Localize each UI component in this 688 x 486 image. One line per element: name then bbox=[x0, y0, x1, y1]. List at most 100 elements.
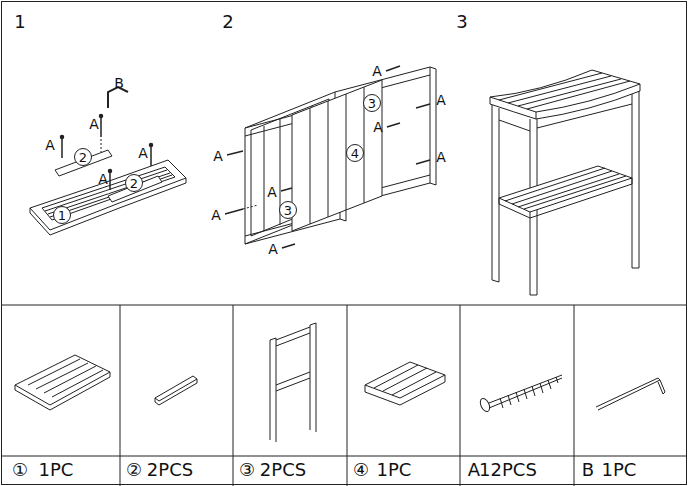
step3-stool-stroke bbox=[518, 174, 619, 207]
callout-number: 2 bbox=[79, 151, 87, 164]
part-seat-stroke bbox=[44, 366, 96, 393]
part-letter: A bbox=[268, 242, 278, 257]
step1-screws-stroke bbox=[100, 117, 102, 137]
part-seat-stroke bbox=[52, 370, 103, 397]
step1-screws-stroke bbox=[109, 172, 111, 190]
step1-seat bbox=[30, 160, 186, 235]
part-side-frame-stroke bbox=[270, 340, 271, 440]
part-key: ① bbox=[12, 460, 28, 480]
part-screw-stroke bbox=[478, 397, 491, 413]
step1-screws-stroke bbox=[61, 138, 63, 158]
frame-stroke bbox=[347, 305, 348, 486]
part-shelf-stroke bbox=[365, 362, 445, 398]
quantity: 2PCS bbox=[260, 460, 306, 480]
part-shelf-stroke bbox=[383, 368, 427, 391]
step3-stool-stroke bbox=[537, 104, 632, 128]
step3-stool-stroke bbox=[536, 84, 640, 119]
callout-number: 3 bbox=[368, 97, 376, 110]
step1-screws-stroke bbox=[100, 115, 103, 118]
frame-stroke bbox=[120, 305, 121, 486]
step1-screws-stroke bbox=[150, 146, 152, 166]
step2-stool-stroke bbox=[430, 183, 436, 185]
step2-stool-stroke bbox=[430, 67, 436, 69]
callout-circle: 4 bbox=[346, 144, 364, 162]
part-key: ④ bbox=[353, 460, 369, 480]
step2-stool-stroke bbox=[310, 108, 311, 224]
part-screw-stroke bbox=[500, 377, 558, 408]
step2-screws bbox=[225, 66, 430, 248]
quantity: 2PCS bbox=[147, 460, 193, 480]
part-side-frame-stroke bbox=[276, 327, 310, 340]
callout-circle: 2 bbox=[125, 174, 143, 192]
step1-rails-stroke bbox=[108, 176, 162, 202]
part-letter: A bbox=[213, 149, 223, 164]
step3-stool-stroke bbox=[508, 76, 611, 103]
step2-stool-stroke bbox=[430, 67, 431, 183]
part-seat-stroke bbox=[15, 355, 110, 405]
callout-circle: 1 bbox=[53, 206, 71, 224]
part-screw-stroke bbox=[489, 378, 562, 408]
part-key: ② bbox=[126, 460, 142, 480]
callout-number: 4 bbox=[351, 147, 359, 160]
part-seat bbox=[15, 355, 110, 410]
step2-screws-stroke bbox=[227, 151, 243, 155]
part-side-frame-stroke bbox=[310, 325, 311, 430]
callout-circle: 3 bbox=[279, 201, 297, 219]
step3-stool-stroke bbox=[499, 73, 602, 100]
callout-circle: 2 bbox=[74, 148, 92, 166]
step1-screws-stroke bbox=[61, 136, 64, 139]
step2-screws-stroke bbox=[416, 104, 430, 108]
part-side-frame bbox=[270, 323, 316, 442]
callout-number: 2 bbox=[130, 177, 138, 190]
part-screw bbox=[478, 375, 562, 413]
step1-screws-stroke bbox=[150, 144, 153, 147]
part-letter: A bbox=[211, 208, 221, 223]
step1-seat-stroke bbox=[30, 160, 186, 230]
part-side-frame-stroke bbox=[310, 323, 316, 325]
part-letter: A bbox=[267, 185, 277, 200]
part-rail-stroke bbox=[155, 376, 197, 401]
part-key: ③ bbox=[239, 460, 255, 480]
part-rail bbox=[155, 376, 197, 405]
part-side-frame-stroke bbox=[270, 338, 276, 340]
step2-screws-stroke bbox=[281, 188, 292, 191]
step3-stool-stroke bbox=[512, 171, 612, 204]
step3-stool-stroke bbox=[499, 120, 530, 131]
step2-stool-stroke bbox=[436, 69, 437, 185]
quantity: 1PC bbox=[39, 460, 74, 480]
quantity: 1PC bbox=[377, 460, 412, 480]
step3-stool-stroke bbox=[639, 91, 640, 268]
step2-stool-stroke bbox=[340, 219, 346, 221]
step-number: 3 bbox=[456, 12, 467, 32]
step1-screws-stroke bbox=[101, 139, 102, 152]
step3-stool-stroke bbox=[492, 280, 499, 282]
frame-stroke bbox=[574, 305, 575, 486]
part-letter: A bbox=[372, 64, 382, 79]
step2-screws-stroke bbox=[387, 123, 400, 127]
part-letter: B bbox=[114, 76, 124, 91]
frame-stroke bbox=[1, 456, 687, 457]
part-letter: A bbox=[436, 150, 446, 165]
quantity: 12PCS bbox=[479, 460, 537, 480]
step3-stool-stroke bbox=[499, 166, 632, 212]
step3-stool bbox=[490, 70, 640, 295]
step3-stool-stroke bbox=[492, 105, 493, 280]
step3-stool-stroke bbox=[490, 70, 640, 112]
part-letter: A bbox=[45, 138, 55, 153]
part-letter: A bbox=[138, 146, 148, 161]
part-side-frame-stroke bbox=[276, 338, 277, 442]
part-side-frame-stroke bbox=[276, 378, 310, 391]
callout-number: 3 bbox=[284, 204, 292, 217]
part-side-frame-stroke bbox=[276, 372, 310, 385]
step1-screws-stroke bbox=[109, 170, 112, 173]
part-letter: A bbox=[436, 93, 446, 108]
step2-stool-stroke bbox=[328, 101, 329, 217]
step2-stool-stroke bbox=[264, 126, 265, 231]
step2-stool bbox=[245, 67, 436, 244]
step2-screws-stroke bbox=[416, 160, 430, 164]
step2-screws-stroke bbox=[243, 205, 258, 209]
step3-stool-stroke bbox=[518, 79, 621, 106]
